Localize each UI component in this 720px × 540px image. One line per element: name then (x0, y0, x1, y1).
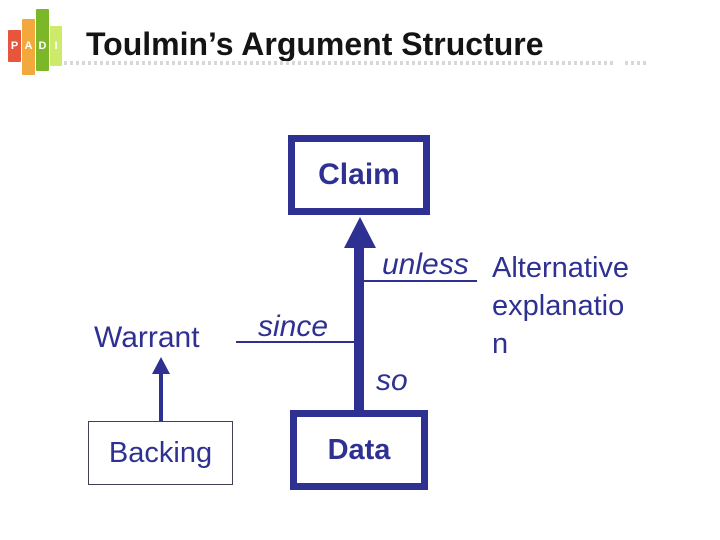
alternative-explanation-label: Alternative explanatio n (492, 249, 629, 363)
logo-letter-i: I (54, 40, 58, 52)
so-label: so (376, 364, 408, 397)
logo-letter-p: P (10, 40, 19, 52)
arrow-up-shaft (354, 247, 364, 411)
logo-bar-i (50, 26, 62, 66)
alternative-explanation-line1: Alternative (492, 252, 630, 284)
alternative-explanation-line2: explanatio (492, 290, 625, 322)
title-underline-dotted-end (625, 61, 649, 65)
logo-bar-p (8, 30, 21, 62)
logo-letter-d: D (38, 40, 47, 52)
data-box: Data (290, 410, 428, 490)
alternative-explanation-line3: n (492, 328, 509, 360)
arrow-up-head-icon (344, 217, 376, 248)
logo-bar-d (36, 9, 49, 71)
data-box-label: Data (327, 433, 391, 466)
small-arrow-up-shaft (159, 373, 163, 421)
backing-box: Backing (88, 421, 233, 485)
claim-box-label: Claim (318, 158, 400, 191)
title-underline-dotted (64, 61, 616, 65)
since-connector-line (236, 341, 357, 343)
unless-connector-line (364, 280, 477, 282)
page-title: Toulmin’s Argument Structure (86, 26, 544, 62)
logo-letter-a: A (24, 40, 33, 52)
warrant-label: Warrant (94, 321, 200, 354)
small-arrow-up-head-icon (152, 357, 170, 374)
unless-label: unless (382, 248, 469, 281)
logo-bar-a (22, 19, 35, 75)
claim-box: Claim (288, 135, 430, 215)
backing-box-label: Backing (108, 436, 213, 469)
padi-logo: P A D I (0, 0, 64, 80)
since-label: since (258, 310, 329, 343)
